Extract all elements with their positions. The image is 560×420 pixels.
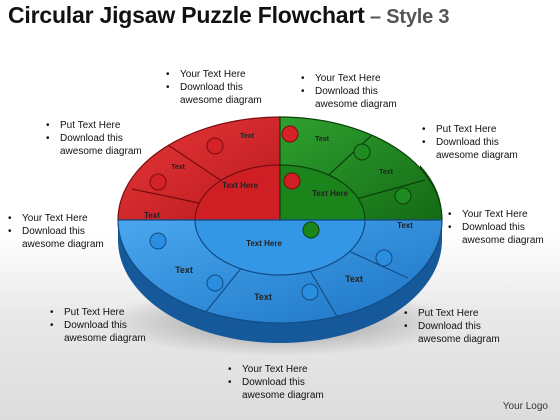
bullet: • bbox=[228, 377, 232, 388]
callout-line-1: Put Text Here bbox=[60, 120, 121, 131]
callout-top-left-center: • Your Text Here • Download this awesome d… bbox=[166, 68, 262, 107]
blue-outer-label-1: Text bbox=[175, 265, 193, 275]
callout-line-3: awesome diagram bbox=[462, 235, 544, 246]
puzzle-top bbox=[117, 116, 443, 324]
callout-line-3: awesome diagram bbox=[22, 239, 104, 250]
callout-line-1: Your Text Here bbox=[242, 364, 308, 375]
red-outer-label-3: Text bbox=[144, 211, 160, 220]
bullet: • bbox=[404, 308, 408, 319]
callout-line-3: awesome diagram bbox=[242, 390, 324, 401]
puzzle-knob-blue-2 bbox=[206, 274, 224, 292]
bullet: • bbox=[422, 137, 426, 148]
bullet: • bbox=[448, 222, 452, 233]
callout-upper-right: • Put Text Here • Download this awesome di… bbox=[422, 123, 518, 162]
red-inner-label: Text Here bbox=[222, 181, 258, 190]
callout-line-1: Put Text Here bbox=[436, 124, 497, 135]
bullet: • bbox=[166, 69, 170, 80]
red-outer-label-2: Text bbox=[171, 164, 186, 171]
bullet: • bbox=[50, 307, 54, 318]
callout-top-right-center: • Your Text Here • Download this awesome d… bbox=[301, 72, 397, 111]
title-style: Style 3 bbox=[386, 6, 450, 28]
puzzle-knob-green-3 bbox=[302, 221, 320, 239]
title-main: Circular Jigsaw Puzzle Flowchart bbox=[8, 2, 365, 28]
callout-line-1: Put Text Here bbox=[64, 307, 125, 318]
callout-line-3: awesome diagram bbox=[180, 95, 262, 106]
bullet: • bbox=[448, 209, 452, 220]
callout-upper-left: • Put Text Here • Download this awesome di… bbox=[46, 119, 142, 158]
red-outer-label-1: Text bbox=[240, 133, 255, 140]
puzzle-knob-blue-3 bbox=[301, 283, 319, 301]
bullet: • bbox=[8, 226, 12, 237]
puzzle-knob-red-4 bbox=[281, 125, 299, 143]
callout-line-1: Your Text Here bbox=[180, 69, 246, 80]
page-title: Circular Jigsaw Puzzle Flowchart – Style… bbox=[8, 2, 450, 29]
callout-line-1: Your Text Here bbox=[315, 73, 381, 84]
callout-mid-right: • Your Text Here • Download this awesome d… bbox=[448, 208, 544, 247]
callout-line-1: Your Text Here bbox=[462, 209, 528, 220]
callout-line-1: Your Text Here bbox=[22, 213, 88, 224]
puzzle-knob-green-1 bbox=[353, 143, 371, 161]
title-dash: – bbox=[364, 6, 387, 28]
blue-outer-label-3: Text bbox=[345, 274, 363, 284]
green-outer-label-2: Text bbox=[379, 169, 394, 176]
callout-line-3: awesome diagram bbox=[436, 150, 518, 161]
blue-inner-label: Text Here bbox=[246, 239, 282, 248]
green-inner-label: Text Here bbox=[312, 189, 348, 198]
callout-line-2: Download this bbox=[22, 226, 85, 237]
bullet: • bbox=[404, 321, 408, 332]
puzzle-knob-blue-4 bbox=[375, 249, 393, 267]
bullet: • bbox=[46, 133, 50, 144]
callout-mid-left: • Your Text Here • Download this awesome d… bbox=[8, 212, 104, 251]
bullet: • bbox=[46, 120, 50, 131]
callout-line-2: Download this bbox=[315, 86, 378, 97]
callout-line-3: awesome diagram bbox=[418, 334, 500, 345]
callout-line-2: Download this bbox=[64, 320, 127, 331]
puzzle-knob-red-1 bbox=[206, 137, 224, 155]
puzzle-knob-red-3 bbox=[283, 172, 301, 190]
green-outer-label-3: Text bbox=[397, 221, 413, 230]
callout-bottom: • Your Text Here • Download this awesome d… bbox=[228, 363, 324, 402]
callout-line-1: Put Text Here bbox=[418, 308, 479, 319]
bullet: • bbox=[50, 320, 54, 331]
blue-side-wall bbox=[118, 220, 442, 343]
callout-line-2: Download this bbox=[418, 321, 481, 332]
bullet: • bbox=[8, 213, 12, 224]
callout-line-3: awesome diagram bbox=[315, 99, 397, 110]
green-inner-sector bbox=[279, 164, 366, 221]
blue-outer-label-2: Text bbox=[254, 292, 272, 302]
piece-labels: Text Here Text Here Text Here Text Text … bbox=[144, 133, 413, 302]
bullet: • bbox=[301, 73, 305, 84]
bullet: • bbox=[228, 364, 232, 375]
callout-line-3: awesome diagram bbox=[64, 333, 146, 344]
callout-line-2: Download this bbox=[60, 133, 123, 144]
bullet: • bbox=[301, 86, 305, 97]
bullet: • bbox=[166, 82, 170, 93]
callout-lower-left: • Put Text Here • Download this awesome di… bbox=[50, 306, 146, 345]
callout-lower-right: • Put Text Here • Download this awesome di… bbox=[404, 307, 500, 346]
green-outer-label-1: Text bbox=[315, 136, 330, 143]
logo-text: Your Logo bbox=[502, 401, 548, 412]
red-inner-sector bbox=[194, 164, 281, 221]
bullet: • bbox=[422, 124, 426, 135]
puzzle-knob-red-2 bbox=[149, 173, 167, 191]
puzzle-knob-blue-1 bbox=[149, 232, 167, 250]
blue-inner-sector bbox=[194, 219, 366, 276]
callout-line-2: Download this bbox=[242, 377, 305, 388]
callout-line-2: Download this bbox=[180, 82, 243, 93]
callout-line-3: awesome diagram bbox=[60, 146, 142, 157]
callout-line-2: Download this bbox=[462, 222, 525, 233]
callout-line-2: Download this bbox=[436, 137, 499, 148]
puzzle-knob-green-2 bbox=[394, 187, 412, 205]
